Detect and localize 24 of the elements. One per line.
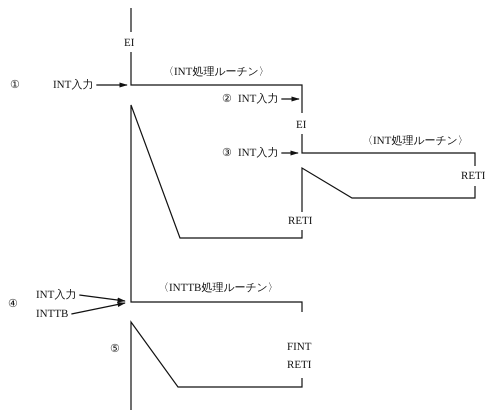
step-number: ③ [222, 146, 232, 160]
arrow [79, 294, 126, 303]
instruction-label: EI [296, 118, 306, 132]
signal-label: INTTB [36, 307, 68, 321]
signal-label: INT入力 [53, 78, 94, 92]
routine-label: 〈INTTB処理ルーチン〉 [158, 281, 278, 295]
routine-label: 〈INT処理ルーチン〉 [362, 134, 468, 148]
step-number: ② [222, 92, 232, 106]
signal-label: INT入力 [238, 146, 278, 160]
arrow [96, 82, 128, 88]
routine-label: 〈INT処理ルーチン〉 [163, 65, 270, 79]
instruction-label: FINT [287, 340, 312, 354]
step-number: ⑤ [110, 342, 120, 356]
instruction-label: RETI [287, 358, 312, 372]
arrow [71, 302, 126, 315]
step-number: ④ [8, 297, 18, 311]
arrow [281, 96, 300, 102]
step-number: ① [10, 78, 20, 92]
signal-label: INT入力 [238, 92, 278, 106]
instruction-label: RETI [461, 169, 486, 183]
signal-label: INT入力 [36, 288, 76, 302]
arrow [281, 150, 299, 156]
instruction-label: RETI [288, 214, 312, 228]
instruction-label: EI [124, 36, 134, 50]
